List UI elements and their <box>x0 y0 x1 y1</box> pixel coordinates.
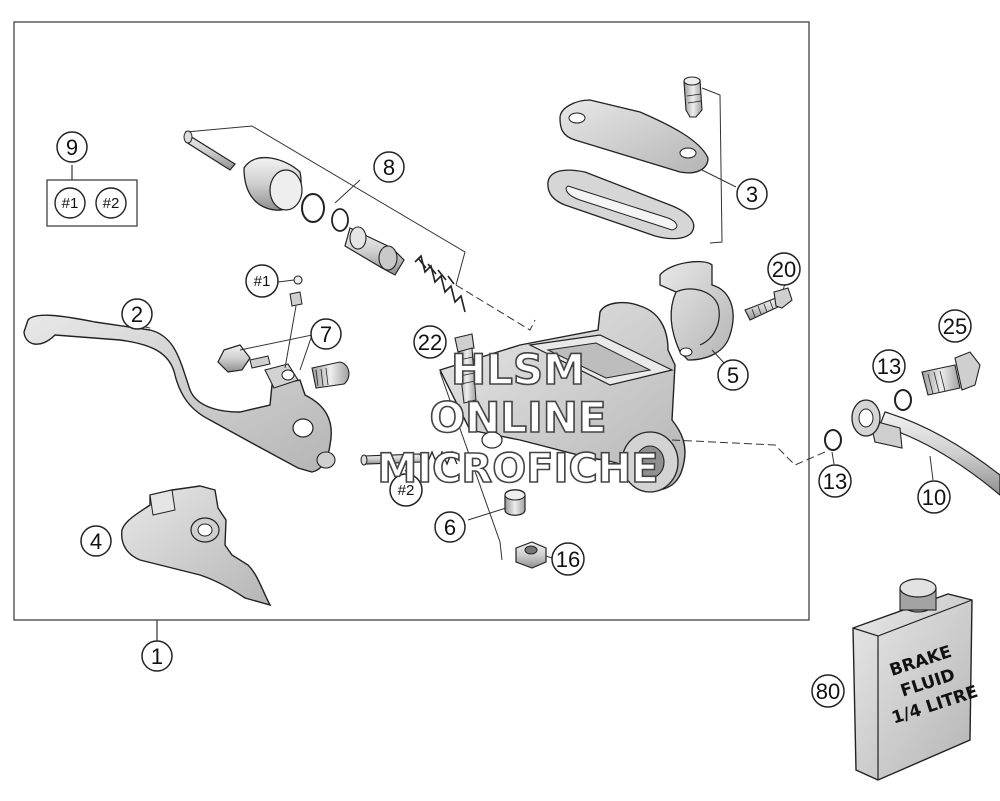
part-8-piston-kit <box>183 125 466 313</box>
svg-text:13: 13 <box>877 354 901 379</box>
svg-text:9: 9 <box>66 135 78 160</box>
watermark: HLSM ONLINE MICROFICHE <box>377 344 660 493</box>
part-20-bolt <box>744 283 793 321</box>
watermark-line3: MICROFICHE <box>377 446 658 492</box>
svg-text:#1: #1 <box>254 273 271 290</box>
part-3-reservoir-cover <box>547 76 737 244</box>
svg-text:22: 22 <box>418 330 442 355</box>
callout-13-right: 13 <box>872 349 906 383</box>
diagram-ref-1: #1 <box>245 264 279 298</box>
part-8-guide <box>185 125 466 286</box>
pivot-pin-assembly <box>360 450 458 479</box>
callout-7: 7 <box>310 318 342 350</box>
kit-ref2-circle <box>95 187 127 219</box>
watermark-line1: HLSM <box>451 345 585 394</box>
svg-text:80: 80 <box>816 679 840 704</box>
diagram-ref-2: #2 <box>389 473 423 507</box>
part-6-bushing <box>467 489 526 521</box>
part-5-clamp <box>659 261 734 366</box>
kit-box <box>46 179 138 227</box>
callout-5: 5 <box>717 359 749 391</box>
return-spring <box>414 254 466 313</box>
kit-ref1-label: #1 <box>62 195 79 212</box>
part-16-nut <box>515 541 553 569</box>
svg-text:#2: #2 <box>398 482 415 499</box>
svg-text:8: 8 <box>383 155 395 180</box>
part-9-kit: #1 #2 <box>46 165 138 227</box>
callout-25: 25 <box>938 309 972 343</box>
svg-text:7: 7 <box>320 322 332 347</box>
svg-text:13: 13 <box>823 469 847 494</box>
part-4-guard <box>121 485 272 607</box>
callouts: 1 2 3 4 5 6 7 8 9 10 13 13 16 20 22 25 8… <box>56 131 972 708</box>
svg-text:6: 6 <box>444 515 456 540</box>
svg-text:10: 10 <box>922 485 946 510</box>
callout-1: 1 <box>141 640 173 672</box>
part-22-screw <box>439 333 503 561</box>
svg-text:1: 1 <box>151 644 163 669</box>
part-2-lever <box>23 314 336 473</box>
kit-ref2-label: #2 <box>103 195 120 212</box>
svg-text:20: 20 <box>772 257 796 282</box>
callout-6: 6 <box>434 511 466 543</box>
callout-2: 2 <box>121 298 153 330</box>
leader-line-8 <box>334 179 361 204</box>
svg-text:5: 5 <box>727 363 739 388</box>
callout-80: 80 <box>811 674 845 708</box>
callout-9: 9 <box>56 131 88 163</box>
callout-13-left: 13 <box>818 464 852 498</box>
svg-text:25: 25 <box>943 314 967 339</box>
callout-16: 16 <box>551 542 585 576</box>
callout-10: 10 <box>917 480 951 514</box>
assembly-frame <box>13 21 810 621</box>
brake-hose-assembly <box>824 351 1000 496</box>
svg-text:3: 3 <box>746 182 758 207</box>
callout-22: 22 <box>413 325 447 359</box>
callout-20: 20 <box>767 252 801 286</box>
svg-text:2: 2 <box>131 302 143 327</box>
part-80-brake-fluid: BRAKE FLUID 1/4 LITRE <box>852 578 980 781</box>
callout-4: 4 <box>80 525 112 557</box>
callout-3: 3 <box>736 178 768 210</box>
callout-8: 8 <box>373 151 405 183</box>
svg-text:16: 16 <box>556 547 580 572</box>
watermark-line2: ONLINE <box>429 393 606 442</box>
master-cylinder-body <box>439 284 826 493</box>
svg-text:4: 4 <box>90 529 102 554</box>
kit-ref1-circle <box>54 187 86 219</box>
